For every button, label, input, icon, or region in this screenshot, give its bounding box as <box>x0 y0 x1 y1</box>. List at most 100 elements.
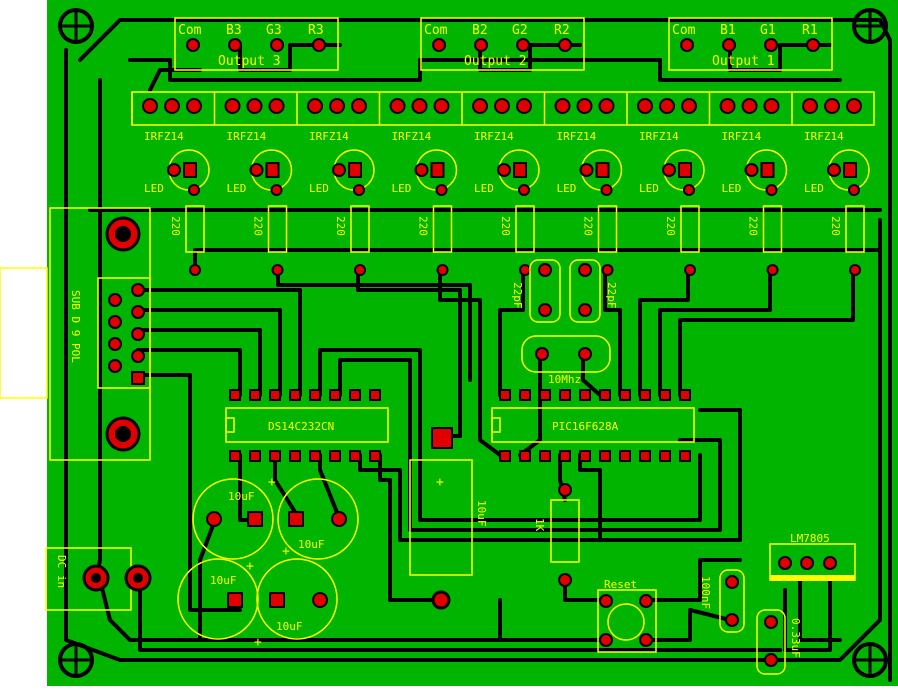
led-label: LED <box>722 182 742 195</box>
mosfet-label: IRFZ14 <box>557 130 597 143</box>
cap-10uf-1: 10uF + <box>192 475 276 560</box>
ic-pin <box>639 389 651 401</box>
mosfet-label: IRFZ14 <box>474 130 514 143</box>
ic-pin <box>559 450 571 462</box>
ic-pin <box>229 450 241 462</box>
polarity-mark: + <box>436 475 444 490</box>
mosfet-label: IRFZ14 <box>639 130 679 143</box>
driver-ic-label: DS14C232CN <box>268 420 334 433</box>
led-label: LED <box>804 182 824 195</box>
ic-pin <box>309 389 321 401</box>
mosfet-label: IRFZ14 <box>804 130 844 143</box>
regulator: LM7805 <box>769 532 856 581</box>
pin-label: B1 <box>720 23 736 38</box>
connector-output-2: Com B2 G2 R2 Output 2 <box>420 17 585 71</box>
ic-pin <box>369 450 381 462</box>
led-label: LED <box>639 182 659 195</box>
cap-100nf: 100nF <box>699 569 745 633</box>
connector-output-1: Com B1 G1 R1 Output 1 <box>668 17 833 71</box>
led-label: LED <box>309 182 329 195</box>
mcu-ic: PIC16F628A <box>491 389 695 462</box>
mosfet-label: IRFZ14 <box>227 130 267 143</box>
resistor-label: 220 <box>169 216 182 236</box>
ic-pin <box>349 389 361 401</box>
pin-label: Com <box>672 23 696 38</box>
ic-pin <box>519 450 531 462</box>
cap-10uf-large: + 10uF <box>409 427 488 610</box>
ic-pin <box>579 389 591 401</box>
resistor-label: 220 <box>747 216 760 236</box>
driver-ic: DS14C232CN <box>225 389 389 462</box>
ic-pin <box>539 389 551 401</box>
reset-button[interactable]: Reset <box>597 578 657 653</box>
pin-label: R1 <box>802 23 818 38</box>
resistor-1k-label: 1K <box>533 518 546 532</box>
led-label: LED <box>474 182 494 195</box>
pin-label: Com <box>178 23 202 38</box>
cap-100nf-label: 100nF <box>699 576 712 609</box>
mosfet-label: IRFZ14 <box>392 130 432 143</box>
cap-label: 10uF <box>475 500 488 527</box>
crystal-label: 10Mhz <box>548 373 581 386</box>
ic-pin <box>659 389 671 401</box>
reset-label: Reset <box>604 578 637 591</box>
ic-pin <box>539 450 551 462</box>
dc-in-label: DC in <box>55 555 68 588</box>
resistor-label: 220 <box>334 216 347 236</box>
mounting-hole-br <box>852 642 888 678</box>
ic-pin <box>559 389 571 401</box>
led-label: LED <box>392 182 412 195</box>
pin-label: Com <box>424 23 448 38</box>
pin-label: R2 <box>554 23 570 38</box>
ic-pin <box>619 389 631 401</box>
ic-pin <box>499 450 511 462</box>
pin-label: G2 <box>512 23 528 38</box>
resistor-1k: 1K <box>533 483 580 587</box>
ic-pin <box>519 389 531 401</box>
polarity-mark: + <box>254 635 262 650</box>
resistor-label: 220 <box>417 216 430 236</box>
pin-label: G3 <box>266 23 282 38</box>
mosfet-label: IRFZ14 <box>309 130 349 143</box>
resistor-label: 220 <box>582 216 595 236</box>
ic-pin <box>599 389 611 401</box>
cap-10uf-3: 10uF + <box>177 558 259 640</box>
ic-pin <box>329 389 341 401</box>
ic-pin <box>639 450 651 462</box>
pin-label: R3 <box>308 23 324 38</box>
connector-title: Output 2 <box>464 54 527 69</box>
ic-pin <box>249 450 261 462</box>
cap-10uf-2: 10uF + <box>277 478 359 560</box>
ic-pin <box>599 450 611 462</box>
cap-label: 10uF <box>298 538 325 551</box>
ic-pin <box>289 450 301 462</box>
ic-pin <box>229 389 241 401</box>
regulator-label: LM7805 <box>790 532 830 545</box>
db9-connector: SUB D 9 POL <box>49 207 151 461</box>
mounting-hole-tl <box>58 8 94 44</box>
led-label: LED <box>557 182 577 195</box>
ic-pin <box>369 389 381 401</box>
mosfet-label: IRFZ14 <box>144 130 184 143</box>
crystal-cap-1: 22pF <box>511 259 561 323</box>
resistor-label: 220 <box>664 216 677 236</box>
ic-pin <box>679 389 691 401</box>
crystal-cap-label: 22pF <box>511 282 524 309</box>
connector-output-3: Com B3 G3 R3 Output 3 <box>174 17 339 71</box>
dc-in-jack: DC in <box>45 547 152 611</box>
ic-pin <box>499 389 511 401</box>
resistor-label: 220 <box>252 216 265 236</box>
polarity-mark: + <box>282 544 290 559</box>
ic-pin <box>679 450 691 462</box>
connector-title: Output 3 <box>218 54 281 69</box>
cap-label: 10uF <box>210 574 237 587</box>
pin-label: B2 <box>472 23 488 38</box>
